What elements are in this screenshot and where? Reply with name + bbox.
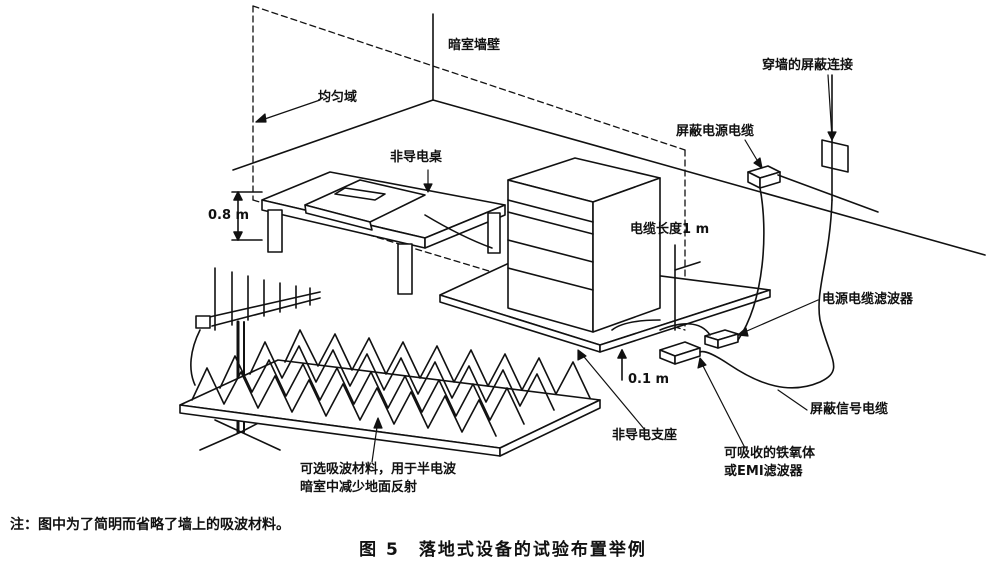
label-shielded-signal-cable: 屏蔽信号电缆 [810,402,889,417]
label-power-filter: 电源电缆滤波器 [822,292,914,307]
equipment-cabinet [507,157,661,333]
absorber-material [179,329,601,457]
leader-lines [255,74,837,463]
label-height-01: 0.1 m [628,372,670,387]
cable-length-dimension [674,244,701,331]
label-nonconductive-support: 非导电支座 [612,428,678,443]
shielded-signal-cable [611,199,835,389]
label-shielded-power-cable: 屏蔽电源电缆 [676,124,755,139]
wall-power-outlet [747,165,781,189]
figure-caption: 图 5 落地式设备的试验布置举例 [359,540,647,560]
label-cable-length: 电缆长度1 m [630,222,710,237]
figure-note: 注：图中为了简明而省略了墙上的吸波材料。 [10,517,290,533]
label-height-08: 0.8 m [208,208,250,223]
label-nonconductive-table: 非导电桌 [390,150,443,165]
table-equipment [304,179,493,249]
height-dimension-08 [231,191,263,241]
label-ferrite-line1: 可吸收的铁氧体 [724,446,816,461]
label-chamber-wall: 暗室墙壁 [448,38,501,53]
ferrite-filter [659,341,701,365]
shielded-feedthrough [777,74,879,213]
label-ferrite-line2: 或EMI滤波器 [724,464,803,479]
chamber-wall-lines [232,13,986,256]
power-cable-filter [704,329,739,349]
label-feedthrough: 穿墙的屏蔽连接 [762,58,854,73]
label-absorber-line2: 暗室中减少地面反射 [300,480,418,495]
shielded-power-cable [659,187,765,341]
label-absorber-line1: 可选吸波材料，用于半电波 [300,462,457,477]
height-dimension-01 [617,349,627,381]
label-uniform-field: 均匀域 [318,90,358,105]
test-setup-diagram [179,5,986,463]
